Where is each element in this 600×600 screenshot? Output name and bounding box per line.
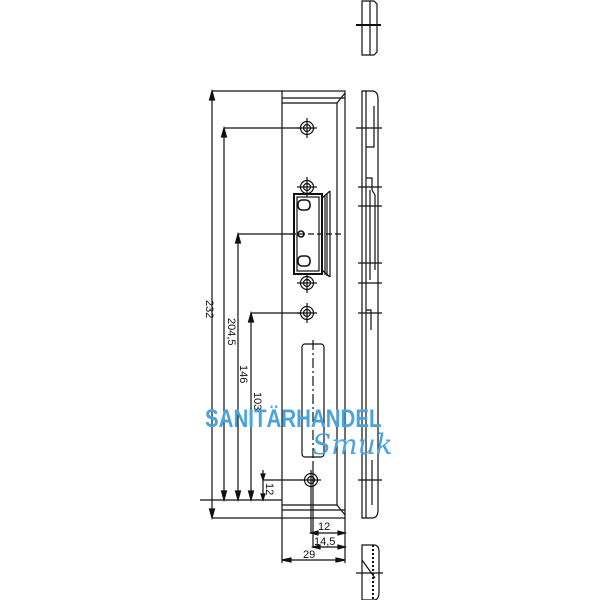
screw-hole-icon	[301, 470, 321, 490]
dim-103: 103	[251, 392, 263, 410]
dim-146: 146	[237, 365, 249, 383]
strike-keeper	[290, 190, 342, 278]
bottom-end-view	[356, 544, 383, 600]
dim-232: 232	[203, 300, 215, 318]
horizontal-dimensions	[281, 462, 348, 563]
vertical-dimensions	[200, 88, 303, 521]
top-end-view	[356, 0, 381, 56]
screw-hole-icon	[297, 303, 317, 323]
watermark-sanitaerhandel: SANITÄRHANDEL	[205, 405, 382, 433]
dim-12-vertical: 12	[263, 483, 275, 495]
screw-hole-icon	[297, 118, 317, 138]
slot	[301, 340, 325, 462]
screw-hole-icon	[297, 273, 317, 293]
dim-14-5: 14,5	[314, 536, 335, 548]
watermark-smuk: Smuk	[312, 428, 393, 461]
dim-12-horizontal: 12	[318, 521, 330, 533]
dim-204-5: 204,5	[225, 318, 237, 346]
strike-plate-side-view	[356, 90, 382, 519]
dim-29: 29	[303, 549, 315, 561]
